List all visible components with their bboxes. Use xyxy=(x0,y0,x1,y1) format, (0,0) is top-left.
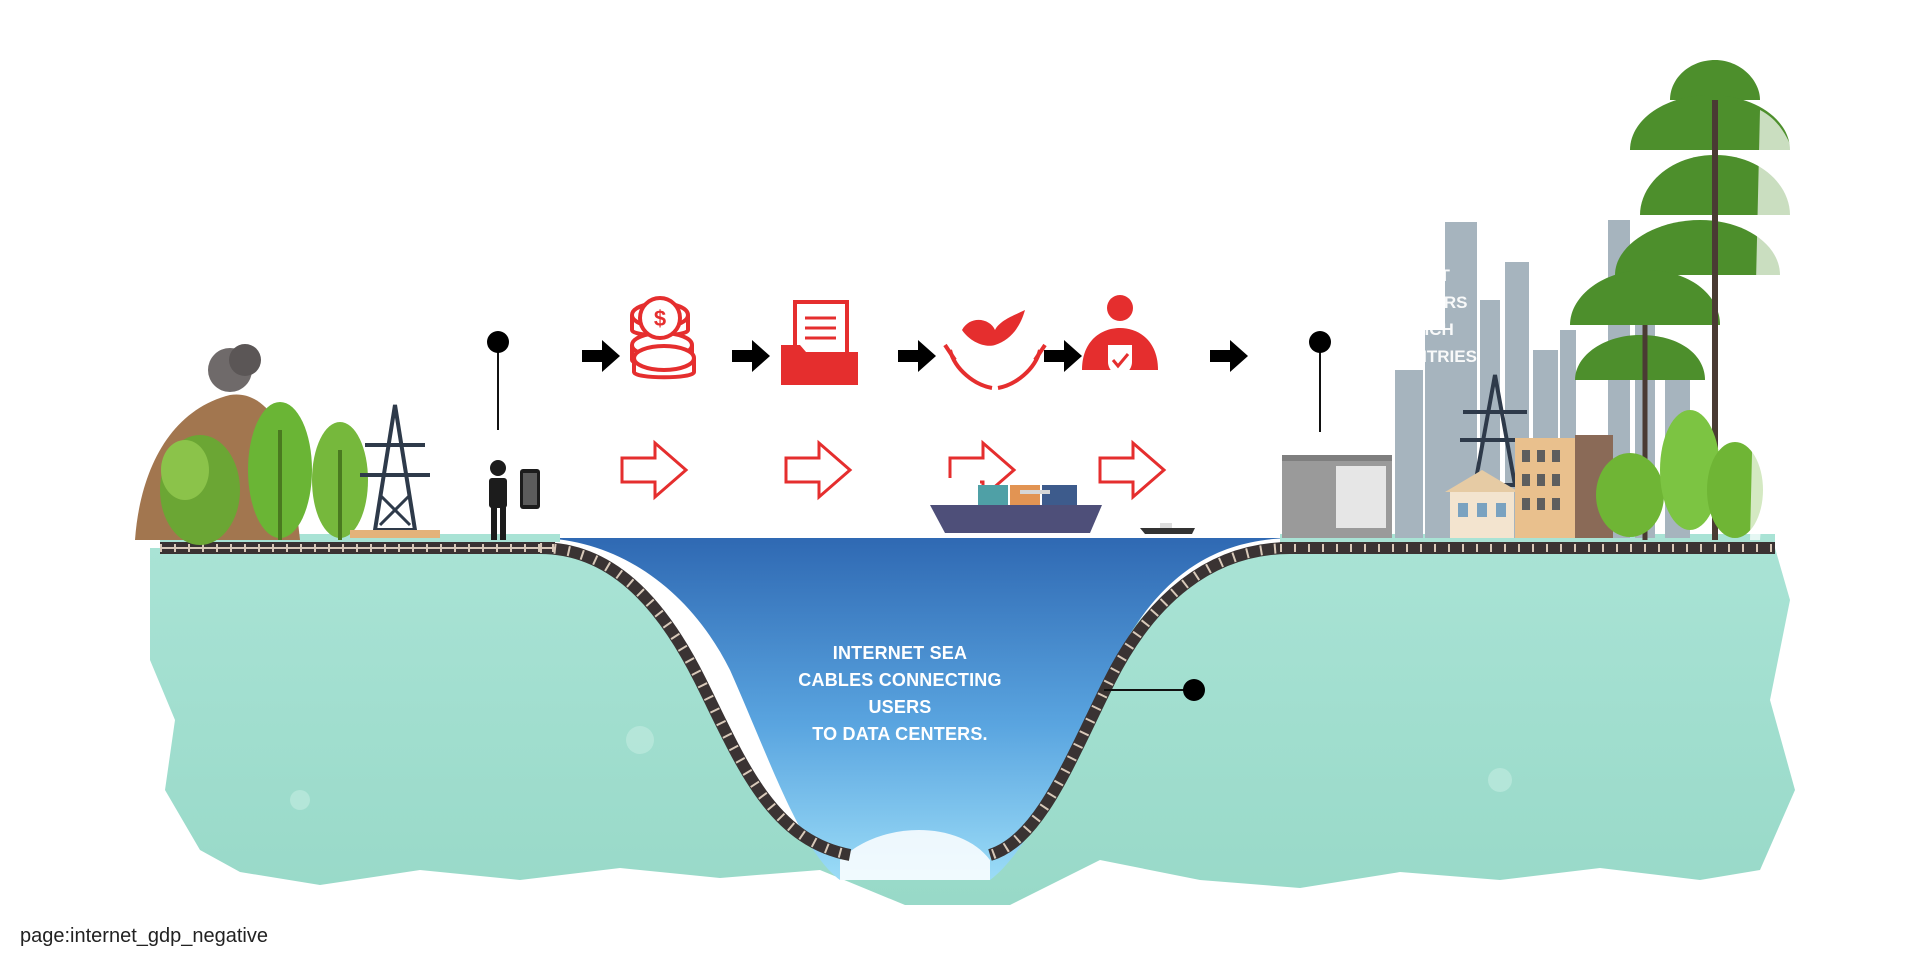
data-center-building xyxy=(1282,455,1392,538)
small-boat-icon xyxy=(1140,523,1195,534)
protected-person-icon xyxy=(1082,295,1158,378)
cargo-ship-icon xyxy=(930,465,1102,533)
document-folder-icon xyxy=(781,300,858,385)
right-pin-marker xyxy=(1309,331,1331,432)
data-center-label: DAT ENTERS RICH OUNTRIES xyxy=(1389,266,1477,366)
sea-trench xyxy=(540,538,1290,880)
user-person-icon xyxy=(489,460,540,540)
right-forest xyxy=(1570,60,1800,540)
left-landscape xyxy=(135,344,440,545)
page-caption: page:internet_gdp_negative xyxy=(20,925,268,947)
left-pin-marker xyxy=(487,331,509,430)
ground-area xyxy=(150,548,1795,905)
black-arrow-icon xyxy=(582,340,1248,372)
sea-cable xyxy=(160,542,1775,861)
svg-text:$: $ xyxy=(654,306,666,331)
sea-cable-label: INTERNET SEA CABLES CONNECTING USERS TO … xyxy=(798,643,1002,744)
dove-hands-icon xyxy=(943,310,1047,390)
money-coins-icon: $ xyxy=(630,296,696,380)
sea-pin-marker xyxy=(1104,679,1205,701)
outlined-red-arrow-icon xyxy=(620,439,1167,501)
